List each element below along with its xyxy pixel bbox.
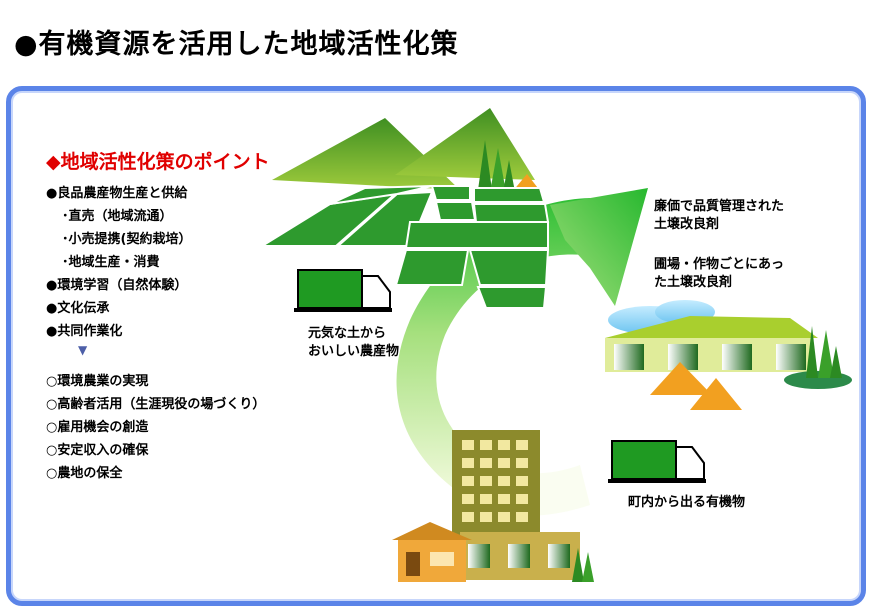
point-item: ●文化伝承 [46, 301, 110, 316]
town-building [452, 430, 580, 580]
town-organics-label: 町内から出る有機物 [628, 495, 746, 510]
cycle-arrow-head [550, 188, 648, 306]
label-line: 元気な土から [308, 326, 387, 341]
point-subitem: ･直売（地域流通） [62, 209, 173, 224]
farm-fields [258, 185, 550, 309]
point-item: ●共同作業化 [46, 324, 123, 339]
compost-quality-label: 廉価で品質管理された 土壌改良剤 [654, 198, 784, 233]
point-item: ●環境学習（自然体験） [46, 278, 188, 293]
label-line: 圃場・作物ごとにあっ [654, 257, 785, 272]
tree [478, 140, 492, 190]
label-line: た土壌改良剤 [654, 274, 733, 290]
house-icon [392, 522, 472, 582]
tree [572, 548, 584, 582]
truck-icon [608, 440, 706, 483]
page-title: ●有機資源を活用した地域活性化策 [14, 29, 459, 60]
point-subitem: ･小売提携(契約栽培） [62, 232, 192, 247]
mountain-right [395, 108, 535, 180]
label-line: おいしい農産物 [308, 343, 400, 359]
tree [490, 148, 506, 192]
outcome-item: ○雇用機会の創造 [46, 420, 149, 435]
outcome-item: ○農地の保全 [46, 466, 123, 481]
label-line: 土壌改良剤 [654, 216, 720, 232]
tree [582, 552, 594, 582]
outcome-item: ○安定収入の確保 [46, 443, 149, 458]
tree [503, 160, 515, 192]
outcome-item: ○高齢者活用（生涯現役の場づくり） [46, 397, 266, 412]
points-heading: ◆地域活性化策のポイント [46, 151, 270, 173]
outcome-item: ○環境農業の実現 [46, 374, 149, 389]
down-arrow-icon: ▼ [78, 343, 88, 357]
label-line: 廉価で品質管理された [654, 199, 785, 214]
compost-crop-label: 圃場・作物ごとにあっ た土壌改良剤 [654, 256, 784, 291]
healthy-soil-label: 元気な土から おいしい農産物 [308, 325, 399, 360]
point-item: ●良品農産物生産と供給 [46, 186, 188, 201]
compost-facility [605, 300, 852, 410]
point-subitem: ･地域生産・消費 [62, 255, 160, 270]
points-list: ●良品農産物生産と供給 ･直売（地域流通） ･小売提携(契約栽培） ･地域生産・… [46, 182, 191, 363]
outcomes-list: ○環境農業の実現 ○高齢者活用（生涯現役の場づくり） ○雇用機会の創造 ○安定収… [46, 370, 265, 485]
truck-icon [294, 269, 392, 312]
